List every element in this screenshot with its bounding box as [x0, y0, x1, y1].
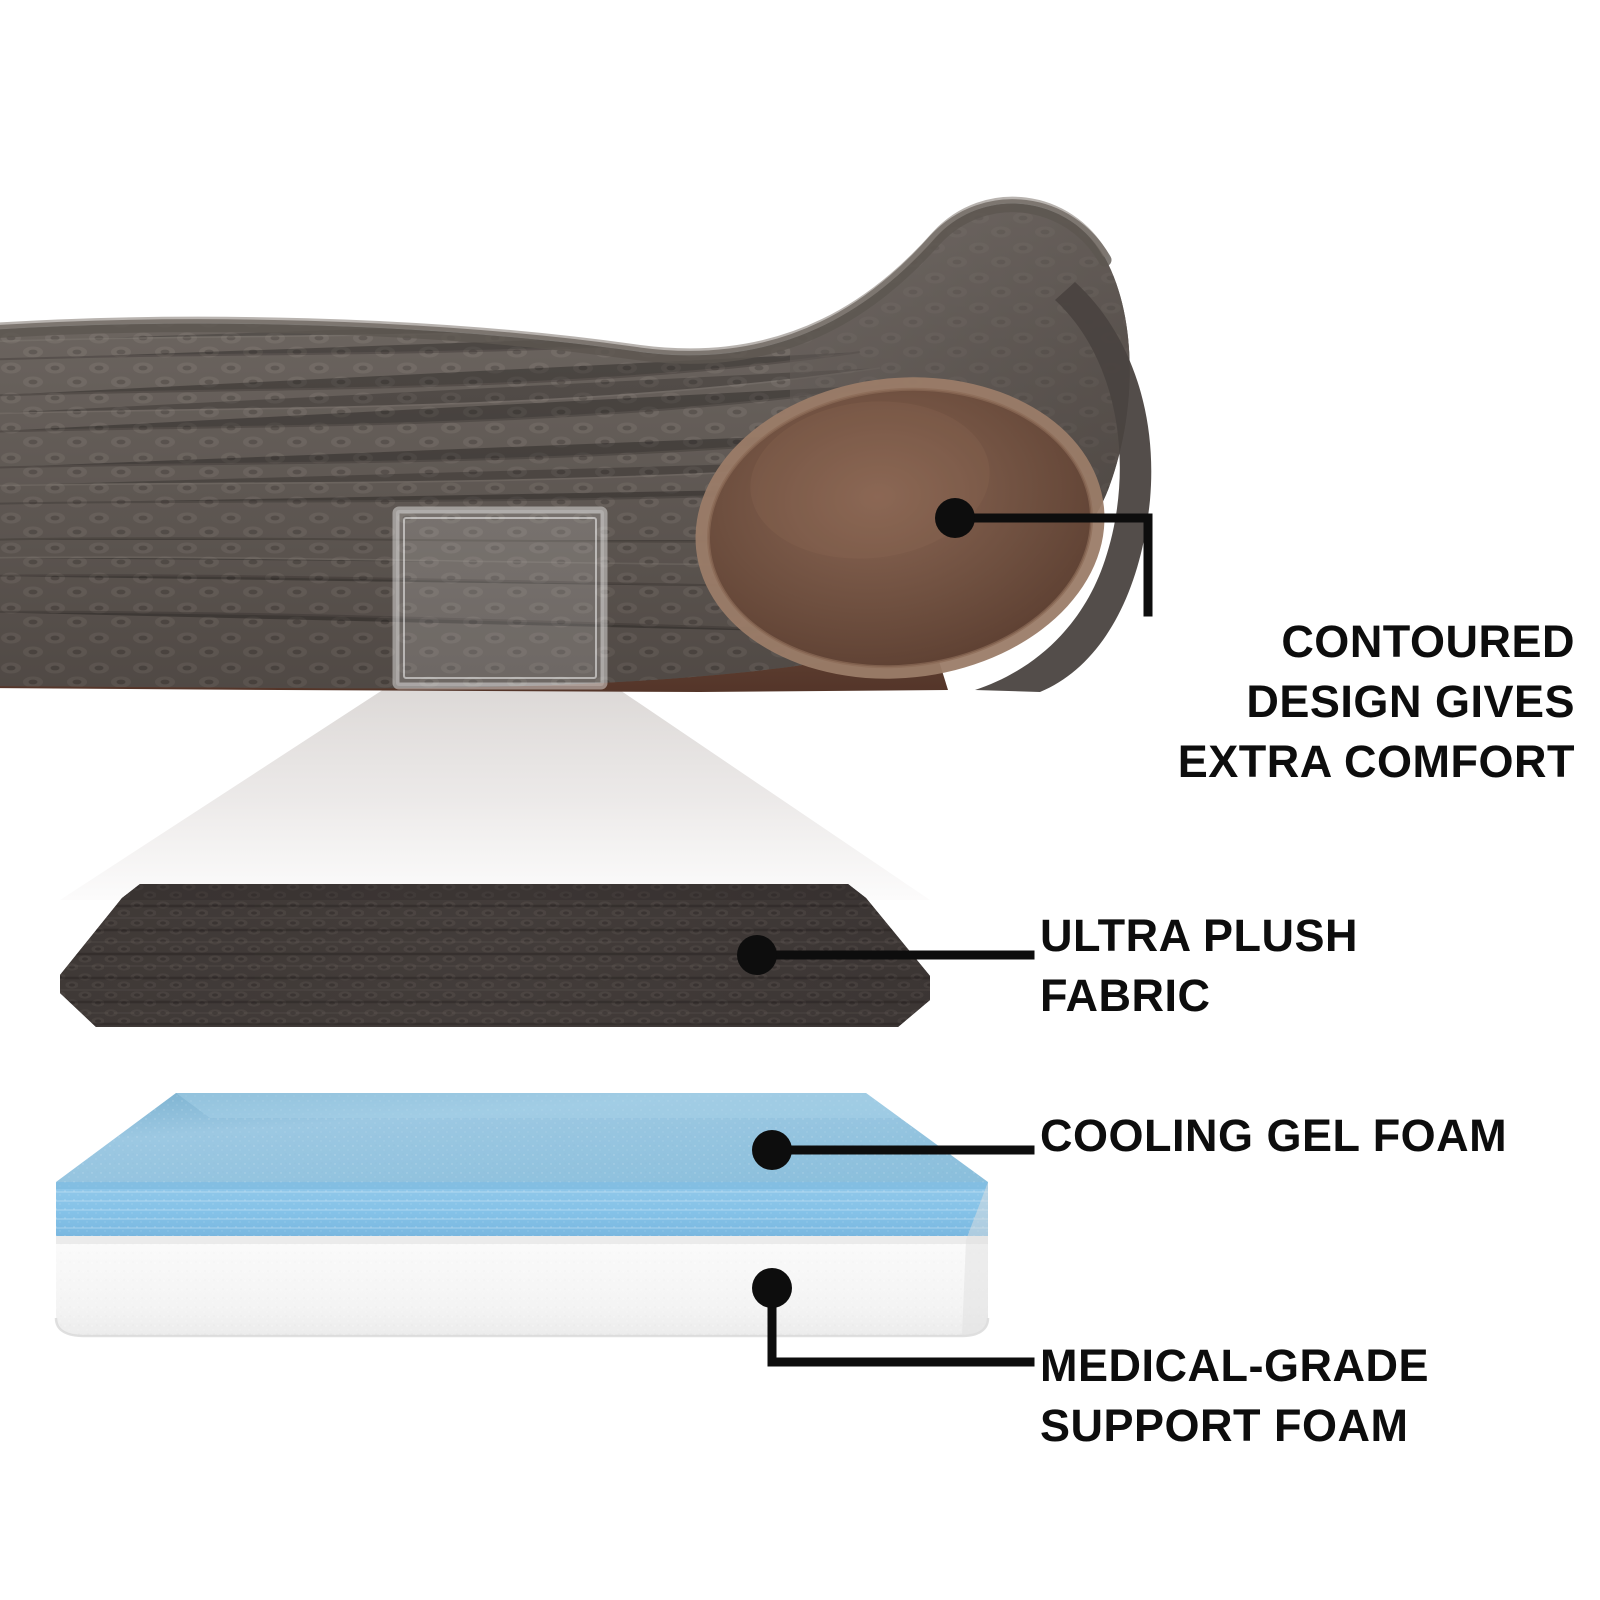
magnifier-cone	[60, 680, 930, 900]
cooling-gel-foam-front	[56, 1182, 988, 1236]
callout-dot-cooling-gel	[752, 1130, 792, 1170]
callout-label-support-foam-line-1: MEDICAL-GRADE	[1040, 1340, 1429, 1391]
callout-label-medical-grade-support-foam: MEDICAL-GRADE SUPPORT FOAM	[1040, 1336, 1600, 1456]
callout-label-contoured-line-1: CONTOURED	[1281, 616, 1575, 667]
bolster-end-cap	[695, 377, 1105, 679]
callout-label-ultra-plush-line-2: FABRIC	[1040, 969, 1211, 1021]
foam-block	[54, 1093, 990, 1338]
callout-leaders	[752, 513, 1153, 1367]
zoom-highlight-box	[392, 506, 608, 690]
callout-label-ultra-plush-line-1: ULTRA PLUSH	[1040, 910, 1358, 961]
leader-line-contoured	[950, 513, 1153, 617]
callout-dots	[737, 498, 975, 1308]
callout-dot-contoured	[935, 498, 975, 538]
callout-dot-support-foam	[752, 1268, 792, 1308]
support-foam-front	[54, 1236, 990, 1338]
callout-label-ultra-plush-fabric: ULTRA PLUSH FABRIC	[1040, 906, 1580, 1026]
callout-label-contoured-line-3: EXTRA COMFORT	[1177, 735, 1575, 787]
callout-label-contoured: CONTOURED DESIGN GIVES EXTRA COMFORT	[935, 612, 1575, 792]
callout-label-support-foam-line-2: SUPPORT FOAM	[1040, 1399, 1409, 1451]
callout-label-cooling-gel-foam: COOLING GEL FOAM	[1040, 1106, 1600, 1166]
cooling-gel-foam-top	[56, 1093, 988, 1182]
callout-label-cooling-gel-line-1: COOLING GEL FOAM	[1040, 1110, 1508, 1161]
callout-label-contoured-line-2: DESIGN GIVES	[1246, 675, 1575, 727]
plush-fabric-slab	[60, 884, 930, 1027]
callout-dot-ultra-plush	[737, 935, 777, 975]
leader-line-support-foam	[767, 1283, 1035, 1367]
